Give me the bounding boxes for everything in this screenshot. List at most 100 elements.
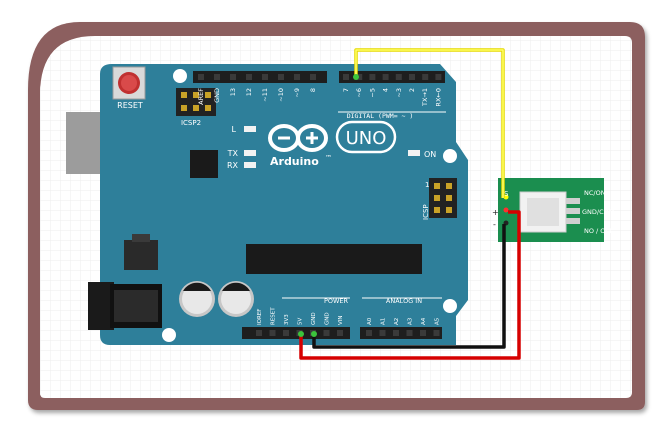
relay-module	[498, 178, 604, 242]
analog-pin	[433, 330, 440, 336]
led-rx-label: RX	[227, 161, 239, 170]
digital-pin	[395, 74, 402, 80]
analog-pin-label: A2	[394, 318, 400, 325]
atmega-chip	[246, 244, 422, 274]
digital-pin	[382, 74, 389, 80]
module-pin-plus: +	[492, 208, 499, 217]
digital-pin-label: TX→1	[421, 88, 429, 107]
power-pin-label: 3V3	[284, 314, 290, 325]
brand-text: Arduino	[270, 155, 319, 168]
analog-header-label: ANALOG IN	[386, 297, 422, 305]
label-no: NO / OFF	[584, 227, 613, 235]
digital-pin-label: 13	[229, 88, 237, 96]
digital-pin-label: ~6	[355, 88, 363, 98]
ground-wire	[312, 224, 506, 349]
led-tx-label: TX	[227, 149, 239, 158]
digital-pin	[435, 74, 442, 80]
power-pin	[323, 330, 330, 336]
digital-pin-label: ~5	[368, 88, 376, 98]
uno-badge	[335, 120, 397, 154]
analog-pin-label: A5	[435, 317, 441, 325]
digital-pin-label: GND	[213, 88, 221, 103]
analog-pin	[420, 330, 426, 336]
digital-pin	[409, 74, 415, 80]
icsp-header	[429, 178, 457, 218]
led-tx	[244, 150, 256, 156]
pin-connection-dot	[311, 331, 317, 337]
digital-pin	[369, 74, 376, 80]
digital-pin-label: ~9	[293, 88, 301, 98]
power-pin	[256, 330, 262, 336]
arduino-board	[100, 64, 468, 345]
digital-pin	[356, 74, 363, 80]
digital-pin-label: 12	[245, 88, 253, 96]
reset-label: RESET	[117, 101, 143, 110]
mounting-hole	[173, 69, 187, 83]
digital-pin	[422, 74, 429, 80]
analog-pin-label: A0	[367, 317, 373, 325]
reset-button[interactable]	[112, 66, 146, 100]
analog-pin-label: A4	[421, 317, 427, 325]
led-l	[244, 126, 256, 132]
analog-pin-label: A1	[381, 318, 387, 325]
voltage-regulator	[124, 234, 158, 270]
digital-pin	[278, 74, 284, 80]
analog-pin-labels: A0 A1 A2 A3 A4 A5	[367, 317, 441, 325]
analog-pin-row	[366, 330, 440, 336]
uno-text: UNO	[346, 128, 387, 149]
digital-pin-label: AREF	[197, 88, 205, 105]
mounting-hole	[443, 149, 457, 163]
capacitor	[179, 281, 215, 317]
led-rx	[244, 162, 256, 168]
digital-pin	[230, 74, 236, 80]
power-pin	[269, 330, 276, 336]
power-pin-label: 5V	[298, 318, 304, 325]
icsp-label: ICSP	[422, 204, 430, 220]
digital-pin	[198, 74, 204, 80]
pin-connection-dot	[298, 331, 304, 337]
power-pin-label: GND	[325, 312, 331, 325]
digital-pin-label: ~10	[277, 88, 285, 102]
pin-connection-dot	[353, 74, 359, 80]
mounting-hole	[443, 299, 457, 313]
digital-pin-label: 4	[382, 88, 390, 92]
signal-wire-highlight	[355, 49, 504, 198]
power-header	[242, 327, 350, 339]
analog-pin	[379, 330, 386, 336]
digital-pin	[214, 74, 220, 80]
module-pin-s: S	[504, 190, 509, 198]
analog-header	[360, 327, 442, 339]
power-jack	[88, 282, 162, 330]
module-pin-minus: -	[493, 220, 496, 229]
power-pin	[337, 330, 343, 336]
label-com: GND/COM	[582, 208, 614, 216]
digital-header	[193, 71, 445, 83]
digital-label: DIGITAL (PWM= ~ )	[347, 112, 414, 120]
led-on-label: ON	[424, 150, 436, 159]
power-pin-label: VIN	[338, 316, 344, 326]
led-l-label: L	[232, 125, 237, 134]
icsp2-header	[176, 88, 216, 116]
power-pin	[283, 330, 289, 336]
capacitor	[218, 281, 254, 317]
power-pin-label: RESET	[271, 307, 277, 325]
led-on	[408, 150, 420, 156]
arduino-logo-icon	[268, 124, 328, 152]
power-pin-label: IOREF	[257, 309, 263, 325]
digital-pin	[310, 74, 316, 80]
icsp-pin1-label: 1	[425, 181, 429, 189]
power-wire-5v	[299, 210, 521, 360]
label-nc: NC/ON	[584, 189, 606, 197]
analog-pin	[406, 330, 413, 336]
analog-pin	[393, 330, 399, 336]
digital-pin-label: 2	[408, 88, 416, 92]
analog-pin-label: A3	[408, 317, 414, 325]
digital-pin-label: ~3	[395, 88, 403, 98]
icsp2-label: ICSP2	[181, 119, 201, 127]
digital-pin-row	[198, 74, 442, 80]
digital-pin	[262, 74, 268, 80]
